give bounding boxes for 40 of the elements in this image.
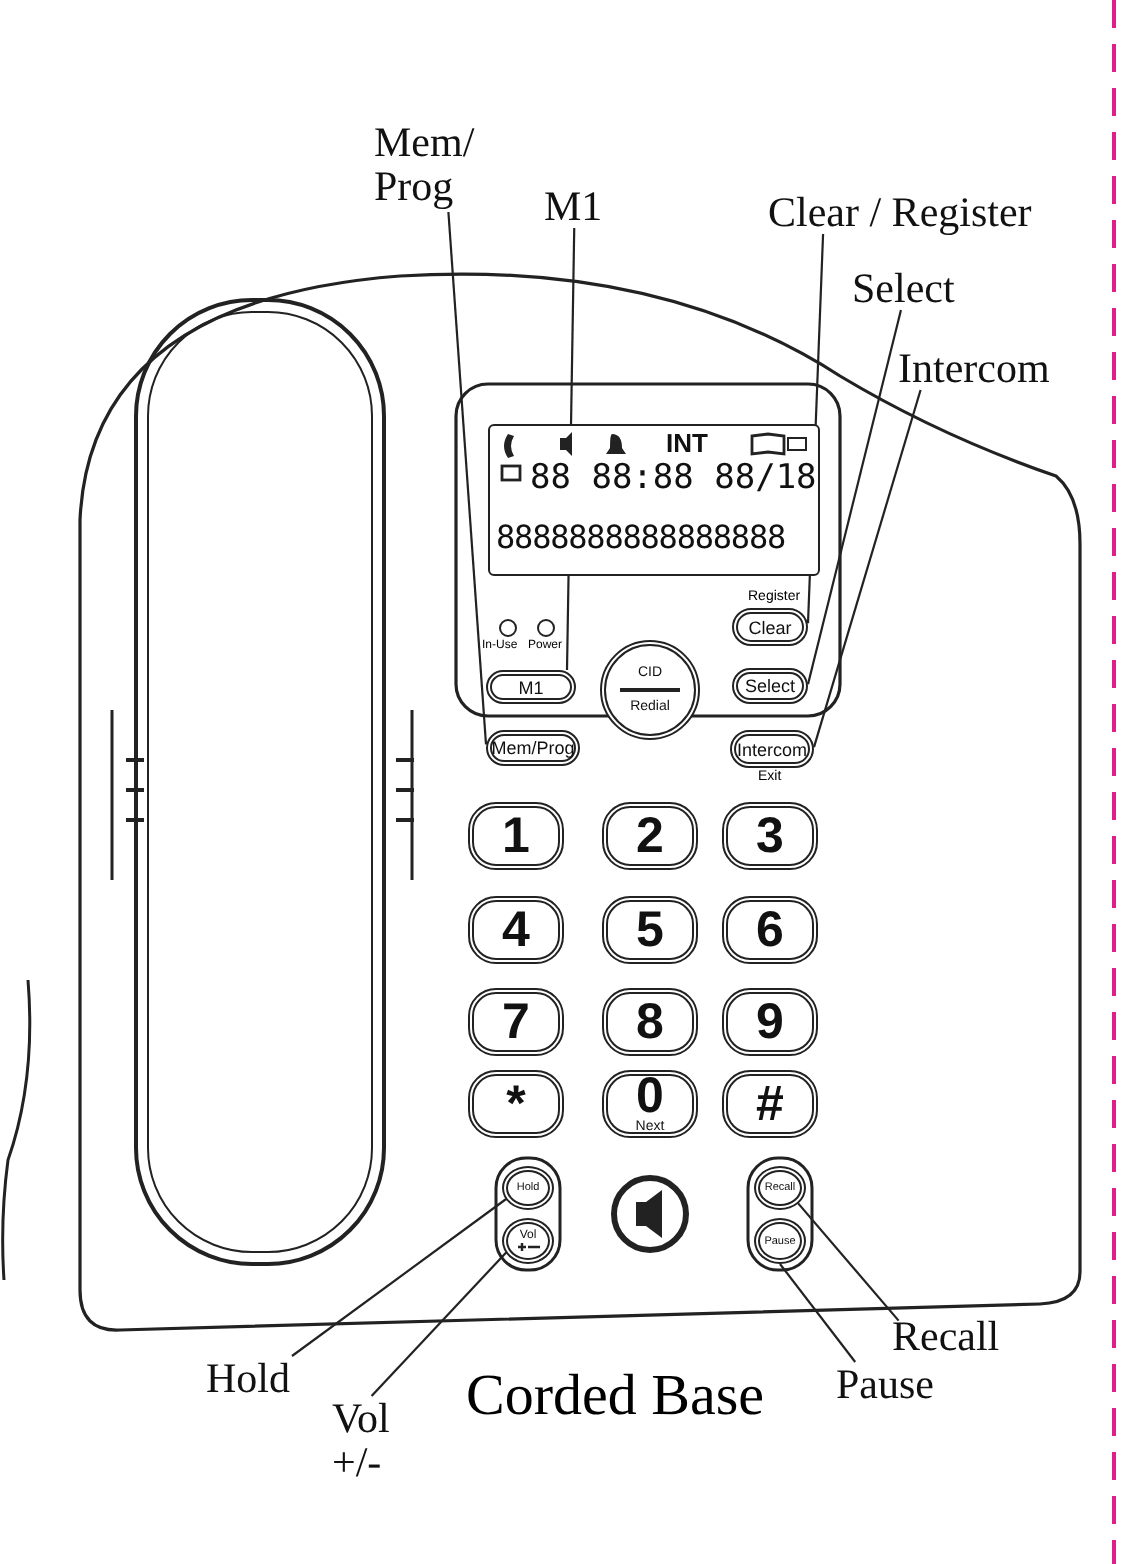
leader-line [797, 1202, 900, 1322]
keypad-key: 1 [468, 802, 564, 870]
function-button: Select [732, 668, 808, 704]
callout-label: Recall [892, 1314, 1024, 1358]
callout-label: Clear / Register [768, 190, 1092, 234]
leader-line [812, 389, 922, 748]
callout-label: Select [852, 266, 988, 310]
keypad-key: # [722, 1070, 818, 1138]
callout-label: M1 [544, 184, 616, 228]
callout-label: Intercom [898, 346, 1086, 390]
leader-line [447, 211, 488, 745]
keypad-key: 9 [722, 988, 818, 1056]
keypad-key [602, 1070, 698, 1138]
callout-label: Vol +/- [332, 1396, 404, 1488]
leader-line [806, 309, 903, 685]
function-button: Mem/Prog [486, 730, 580, 766]
keypad-key: 6 [722, 896, 818, 964]
function-button: Intercom [730, 730, 814, 768]
function-button: M1 [486, 670, 576, 704]
keypad-key: * [468, 1070, 564, 1138]
leader-line [779, 1263, 857, 1363]
caption: Corded Base [466, 1364, 764, 1430]
lcd-indicator-text: INT [666, 428, 708, 458]
callout-label: Hold [206, 1356, 306, 1400]
lcd-screen [488, 424, 820, 576]
keypad-key: 4 [468, 896, 564, 964]
keypad-key: 5 [602, 896, 698, 964]
callout-label: Mem/ Prog [374, 120, 498, 212]
leader-line [370, 1251, 507, 1397]
lcd-digit-text: 88 88:88 88/18 [530, 458, 817, 498]
lcd-digit-text: 8888888888888888 [496, 518, 786, 556]
navigation-button [600, 640, 700, 740]
keypad-key: 7 [468, 988, 564, 1056]
callout-label: Pause [836, 1362, 964, 1406]
function-button: Clear [732, 608, 808, 646]
button-text: 0 [636, 1072, 664, 1120]
keypad-key: 8 [602, 988, 698, 1056]
keypad-key: 3 [722, 802, 818, 870]
leader-line [291, 1198, 507, 1357]
keypad-key: 2 [602, 802, 698, 870]
